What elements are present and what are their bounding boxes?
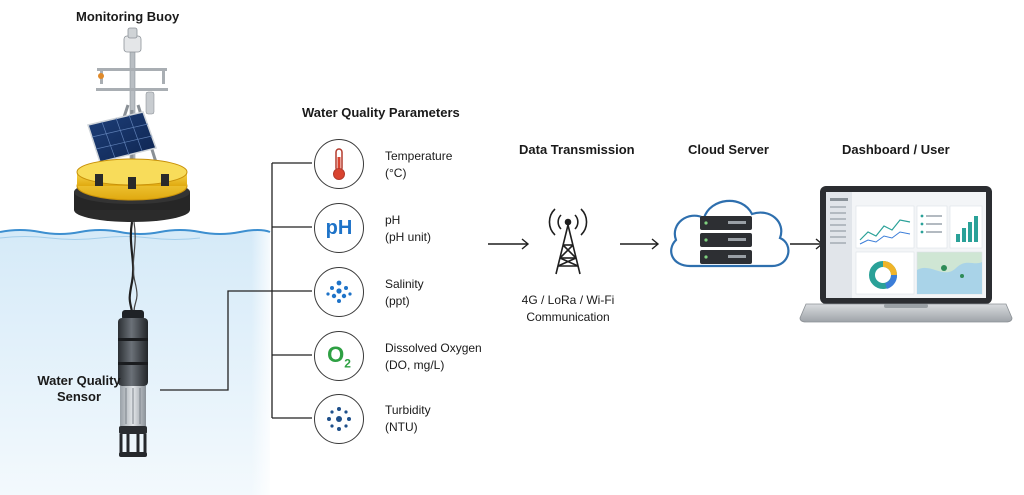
parameter-temperature: Temperature (°C) xyxy=(385,148,452,182)
water-quality-sensor-icon xyxy=(118,310,148,457)
cloud-title: Cloud Server xyxy=(688,142,769,157)
parameter-ph-badge: pH xyxy=(314,203,364,253)
parameter-oxygen-name: Dissolved Oxygen xyxy=(385,341,482,355)
parameter-oxygen-badge: O2 xyxy=(314,331,364,381)
sensor-title-line1: Water Quality xyxy=(37,373,121,388)
parameter-temperature-name: Temperature xyxy=(385,149,453,163)
arrow-to-transmission-icon xyxy=(488,238,530,250)
parameters-title: Water Quality Parameters xyxy=(302,105,460,120)
arrow-to-cloud-icon xyxy=(620,238,660,250)
sensor-title: Water Quality Sensor xyxy=(24,373,134,405)
parameter-salinity-badge xyxy=(314,267,364,317)
transmission-title: Data Transmission xyxy=(519,142,635,157)
sensor-connector-line xyxy=(160,162,312,419)
ph-icon: pH xyxy=(325,216,353,239)
parameter-temperature-unit: (°C) xyxy=(385,166,407,180)
oxygen-subscript: 2 xyxy=(344,356,351,371)
parameter-turbidity: Turbidity (NTU) xyxy=(385,402,431,436)
parameter-oxygen-unit: (DO, mg/L) xyxy=(385,358,445,372)
dashboard-title: Dashboard / User xyxy=(842,142,950,157)
monitoring-buoy-icon xyxy=(74,27,190,313)
sensor-title-line2: Sensor xyxy=(56,389,102,404)
oxygen-symbol: O xyxy=(327,341,345,367)
communication-line2: Communication xyxy=(526,310,610,324)
parameter-ph: pH (pH unit) xyxy=(385,212,431,246)
parameter-oxygen: Dissolved Oxygen (DO, mg/L) xyxy=(385,340,482,374)
cloud-server-icon xyxy=(670,199,790,268)
turbidity-dots-icon xyxy=(327,407,351,431)
salinity-dots-icon xyxy=(326,280,352,303)
buoy-title: Monitoring Buoy xyxy=(76,9,180,24)
solar-panel-icon xyxy=(87,111,157,163)
parameter-ph-unit: (pH unit) xyxy=(385,230,432,244)
parameter-salinity: Salinity (ppt) xyxy=(385,276,424,310)
arrow-to-dashboard-icon xyxy=(790,238,824,250)
parameter-turbidity-name: Turbidity xyxy=(385,403,431,417)
cell-tower-icon xyxy=(548,208,588,275)
parameter-salinity-name: Salinity xyxy=(385,277,424,291)
flow-arrows xyxy=(488,238,824,250)
parameter-salinity-unit: (ppt) xyxy=(385,294,410,308)
parameter-turbidity-badge xyxy=(314,394,364,444)
oxygen-icon: O2 xyxy=(327,342,351,370)
laptop-dashboard-icon xyxy=(799,186,1013,323)
communication-label: 4G / LoRa / Wi-Fi Communication xyxy=(508,292,628,326)
communication-line1: 4G / LoRa / Wi-Fi xyxy=(521,293,615,307)
parameter-ph-name: pH xyxy=(385,213,401,227)
parameter-temperature-badge xyxy=(314,139,364,189)
parameter-turbidity-unit: (NTU) xyxy=(385,420,418,434)
thermometer-icon xyxy=(333,148,345,180)
